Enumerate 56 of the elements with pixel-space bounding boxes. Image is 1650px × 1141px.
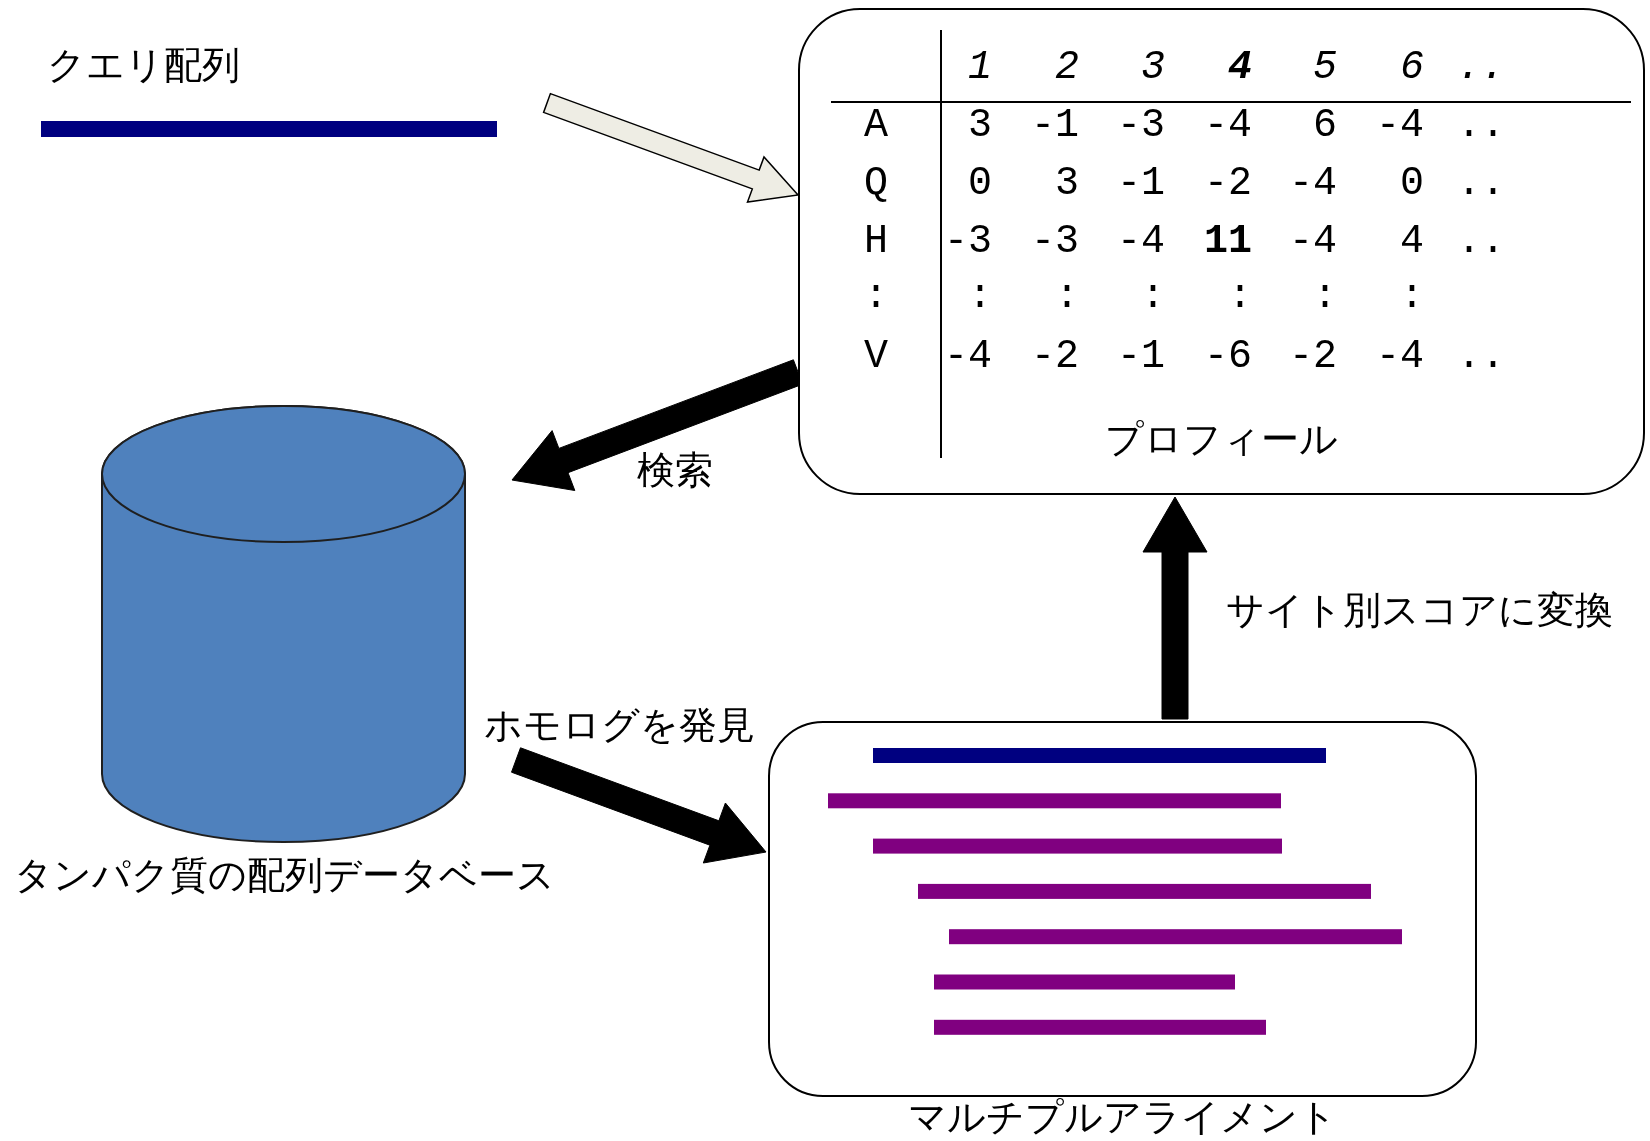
score-value: -3 [944, 220, 992, 264]
score-value: -4 [1117, 220, 1165, 264]
score-value: : [1400, 275, 1424, 319]
score-value: : [1228, 275, 1252, 319]
database-title: タンパク質の配列データベース [14, 853, 555, 897]
score-value: 3 [968, 104, 992, 148]
edge-label: サイト別スコアに変換 [1226, 588, 1613, 632]
score-value: -4 [944, 335, 992, 379]
score-value: : [1141, 275, 1165, 319]
score-value: 11 [1204, 220, 1252, 264]
profile-title: プロフィール [1104, 417, 1339, 461]
score-value: -4 [1289, 162, 1337, 206]
column-number: .. [1457, 46, 1505, 90]
score-value: -1 [1117, 335, 1165, 379]
score-value: -3 [1031, 220, 1079, 264]
score-value: -2 [1204, 162, 1252, 206]
column-number: 5 [1313, 46, 1337, 90]
score-value: 0 [968, 162, 992, 206]
column-number: 4 [1228, 46, 1252, 90]
score-value: : [1313, 275, 1337, 319]
block-arrow [542, 92, 800, 203]
score-value: 6 [1313, 104, 1337, 148]
score-value: 0 [1400, 162, 1424, 206]
ellipsis-mark: .. [1457, 104, 1505, 148]
profile-box [798, 8, 1645, 495]
alignment-title: マルチプルアライメント [907, 1095, 1338, 1139]
ellipsis-mark: .. [1457, 335, 1505, 379]
score-value: -1 [1031, 104, 1079, 148]
column-number: 2 [1055, 46, 1079, 90]
ellipsis-mark: .. [1457, 162, 1505, 206]
score-value: -6 [1204, 335, 1252, 379]
query-label: クエリ配列 [47, 43, 240, 87]
block-arrow [511, 747, 767, 864]
residue-letter: : [864, 275, 888, 319]
residue-letter: A [864, 104, 888, 148]
score-value: -4 [1376, 335, 1424, 379]
score-value: -1 [1117, 162, 1165, 206]
edge-label: 検索 [637, 448, 713, 492]
score-value: -2 [1289, 335, 1337, 379]
score-value: : [968, 275, 992, 319]
residue-letter: H [864, 220, 888, 264]
column-number: 1 [968, 46, 992, 90]
residue-letter: Q [864, 162, 888, 206]
block-arrow [1142, 496, 1208, 720]
score-value: -3 [1117, 104, 1165, 148]
score-value: 4 [1400, 220, 1424, 264]
score-value: -2 [1031, 335, 1079, 379]
residue-letter: V [864, 335, 888, 379]
score-value: : [1055, 275, 1079, 319]
score-value: -4 [1289, 220, 1337, 264]
ellipsis-mark: .. [1457, 220, 1505, 264]
score-value: -4 [1376, 104, 1424, 148]
score-value: 3 [1055, 162, 1079, 206]
score-value: -4 [1204, 104, 1252, 148]
column-number: 6 [1400, 46, 1424, 90]
column-number: 3 [1141, 46, 1165, 90]
